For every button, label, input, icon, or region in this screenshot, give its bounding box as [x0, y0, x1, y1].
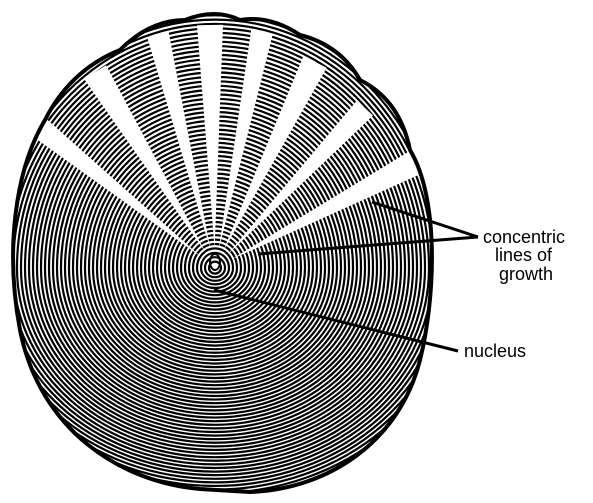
label-concentric: concentric	[483, 227, 565, 247]
label-growth: growth	[499, 264, 553, 284]
label-nucleus: nucleus	[464, 341, 526, 361]
label-lines-of: lines of	[495, 245, 553, 265]
